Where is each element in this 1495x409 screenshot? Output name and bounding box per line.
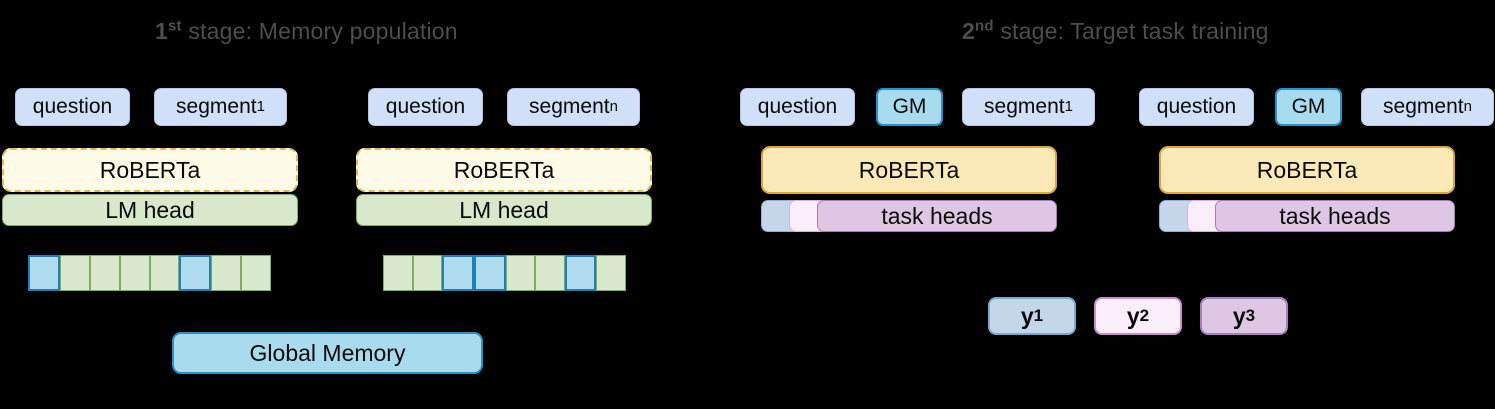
chip-question-s2a: question [740, 88, 855, 126]
task-heads-s2a: task heads [817, 200, 1057, 232]
output-y3-label: y [1232, 302, 1246, 329]
task-heads-label: task heads [1279, 202, 1391, 229]
chip-segment-label: segment [1383, 95, 1464, 118]
token-cell-memory [179, 255, 212, 291]
global-memory-label: Global Memory [249, 339, 406, 366]
chip-question-label: question [32, 95, 113, 118]
token-cell-memory [442, 255, 474, 291]
task-heads-s2b: task heads [1215, 200, 1455, 232]
roberta-frozen-s1a: RoBERTa [2, 148, 298, 192]
token-cell [412, 255, 443, 291]
token-strip-segment-n [383, 255, 626, 291]
token-cell [383, 255, 413, 291]
chip-question-s2b: question [1139, 88, 1254, 126]
chip-question-label: question [757, 95, 838, 118]
chip-segment-label: segment [529, 95, 610, 118]
stage-2-ordinal-suffix: nd [975, 17, 994, 35]
lm-head-label: LM head [105, 196, 195, 223]
token-cell [89, 255, 120, 291]
stage-2-title-rest: stage: Target task training [993, 18, 1269, 44]
token-cell-memory [28, 255, 60, 291]
roberta-trainable-s2b: RoBERTa [1159, 146, 1455, 194]
token-strip-segment-1 [28, 255, 271, 291]
roberta-label: RoBERTa [858, 156, 960, 183]
chip-segment-label: segment [984, 95, 1065, 118]
token-cell [59, 255, 90, 291]
global-memory-box: Global Memory [172, 332, 483, 374]
roberta-frozen-s1b: RoBERTa [356, 148, 652, 192]
chip-gm-label: GM [892, 95, 927, 118]
chip-gm-s2b: GM [1275, 88, 1342, 126]
token-cell [535, 255, 565, 291]
token-cell-memory [473, 255, 506, 291]
chip-gm-label: GM [1291, 95, 1326, 118]
stage-1-title: 1st stage: Memory population [155, 18, 458, 45]
roberta-trainable-s2a: RoBERTa [761, 146, 1057, 194]
token-cell-memory [564, 255, 597, 291]
chip-question-s1b: question [368, 88, 483, 126]
token-cell [505, 255, 536, 291]
roberta-label: RoBERTa [99, 156, 201, 183]
token-cell [119, 255, 150, 291]
stage-2-title: 2nd stage: Target task training [962, 18, 1269, 45]
chip-gm-s2a: GM [876, 88, 943, 126]
chip-question-s1a: question [15, 88, 130, 126]
stage-1-ordinal-suffix: st [168, 17, 182, 35]
lm-head-s1b: LM head [356, 194, 652, 226]
lm-head-s1a: LM head [2, 194, 298, 226]
roberta-label: RoBERTa [453, 156, 555, 183]
chip-question-label: question [385, 95, 466, 118]
token-cell [211, 255, 242, 291]
task-heads-label: task heads [881, 202, 993, 229]
token-cell [596, 255, 626, 291]
stage-2-ordinal: 2 [962, 18, 975, 44]
output-y1-label: y [1020, 302, 1034, 329]
lm-head-label: LM head [459, 196, 549, 223]
chip-segment-label: segment [176, 95, 257, 118]
stage-1-title-rest: stage: Memory population [181, 18, 458, 44]
output-y2-label: y [1126, 302, 1140, 329]
chip-question-label: question [1156, 95, 1237, 118]
roberta-label: RoBERTa [1256, 156, 1358, 183]
token-cell [241, 255, 271, 291]
stage-1-ordinal: 1 [155, 18, 168, 44]
token-cell [149, 255, 180, 291]
